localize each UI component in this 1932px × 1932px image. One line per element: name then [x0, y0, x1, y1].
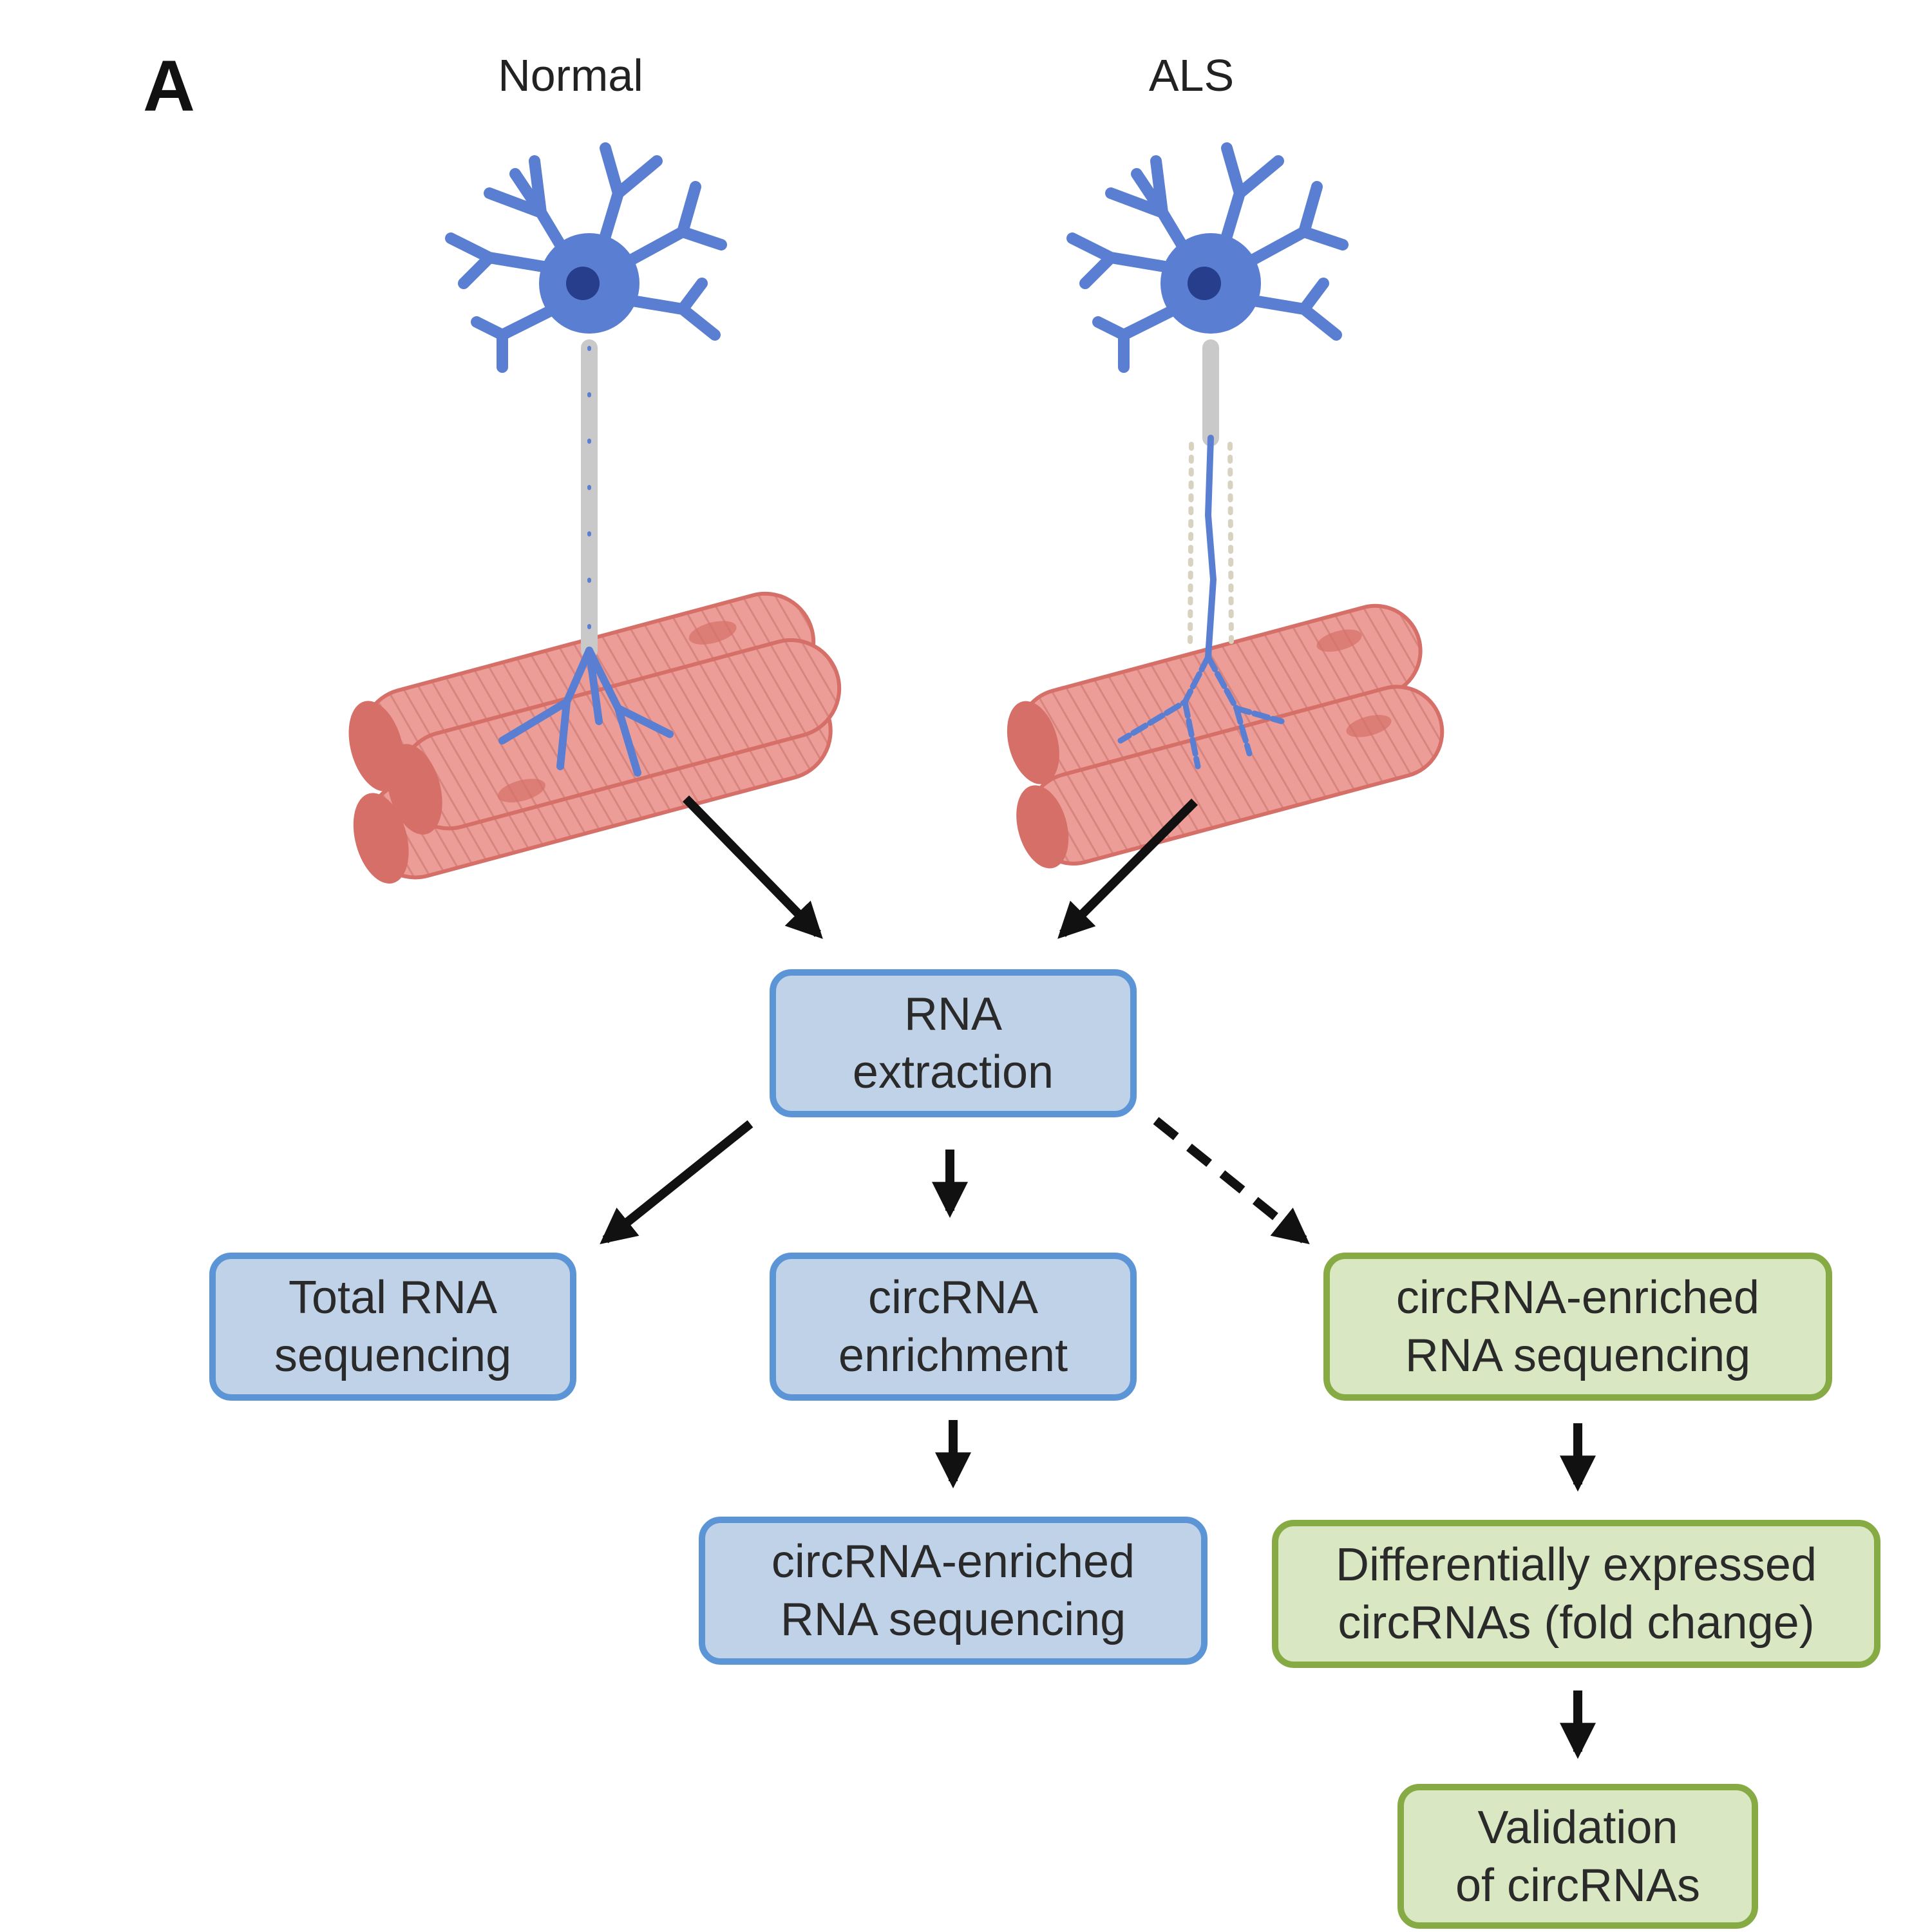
box-line: Differentially expressed — [1335, 1539, 1817, 1591]
circrna-enriched-sequencing-green-box: circRNA-enriched RNA sequencing — [1323, 1253, 1832, 1401]
box-line: RNA sequencing — [1405, 1330, 1751, 1381]
circrna-enriched-sequencing-blue-box: circRNA-enriched RNA sequencing — [699, 1517, 1208, 1665]
muscle-fiber-icon — [1016, 685, 1444, 869]
validation-box: Validation of circRNAs — [1397, 1784, 1758, 1929]
box-line: circRNAs (fold change) — [1338, 1597, 1815, 1649]
muscle-fiber-icon — [386, 638, 842, 835]
arrow-extraction-to-total — [600, 1120, 753, 1244]
rna-extraction-box: RNA extraction — [770, 969, 1137, 1117]
als-neuron-icon — [1066, 142, 1349, 770]
box-line: sequencing — [274, 1330, 512, 1381]
box-line: extraction — [852, 1046, 1054, 1098]
arrow-extraction-to-green-seq-dashed — [1153, 1117, 1310, 1245]
normal-column-title: Normal — [498, 50, 643, 100]
differentially-expressed-box: Differentially expressed circRNAs (fold … — [1272, 1520, 1880, 1668]
arrow-normal-to-extraction — [682, 795, 823, 940]
box-line: circRNA-enriched — [1396, 1272, 1760, 1323]
box-line: RNA — [904, 989, 1002, 1040]
total-rna-sequencing-box: Total RNA sequencing — [209, 1253, 576, 1401]
box-line: RNA sequencing — [780, 1594, 1126, 1645]
box-line: of circRNAs — [1455, 1859, 1701, 1911]
als-soma — [1160, 233, 1261, 334]
box-line: circRNA — [868, 1272, 1038, 1323]
als-muscle-fibers — [1007, 603, 1444, 869]
box-line: Validation — [1477, 1801, 1678, 1853]
box-line: Total RNA — [288, 1272, 498, 1323]
arrow-als-to-extraction — [1057, 799, 1198, 939]
panel-label: A — [143, 46, 195, 126]
box-line: circRNA-enriched — [771, 1536, 1135, 1587]
als-column-title: ALS — [1148, 50, 1235, 100]
circrna-enrichment-box: circRNA enrichment — [770, 1253, 1137, 1401]
normal-soma — [539, 233, 639, 334]
normal-muscle-fibers — [348, 591, 842, 884]
box-line: enrichment — [838, 1330, 1068, 1381]
